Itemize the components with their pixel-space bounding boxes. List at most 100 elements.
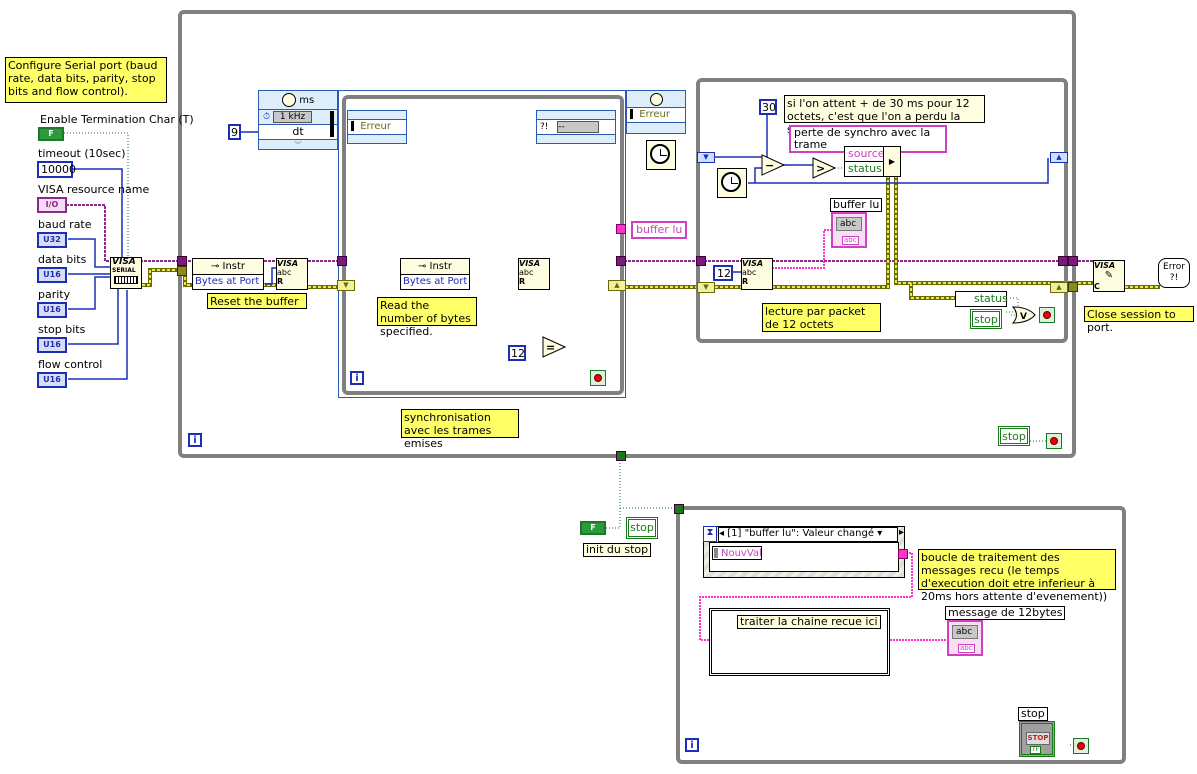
stop-tunnel-event: [674, 504, 684, 514]
visa-read-title: VISA: [519, 259, 541, 268]
loop-condition-event: [1073, 738, 1089, 754]
label-enable-term: Enable Termination Char (T): [40, 113, 194, 126]
greater-than-node[interactable]: >: [812, 157, 836, 179]
enable-term-control[interactable]: F: [38, 127, 64, 141]
property-node-class: ⊸ Instr: [401, 259, 469, 275]
data-bits-control[interactable]: U16: [37, 267, 67, 283]
event-data-marker: [714, 548, 718, 558]
stop-bits-control[interactable]: U16: [37, 337, 67, 353]
wait-unit: ms: [299, 95, 315, 106]
iteration-terminal: i: [188, 433, 202, 447]
case-dropdown-icon[interactable]: ▾: [877, 528, 883, 539]
visa-close-title: VISA: [1094, 261, 1116, 270]
comment-traiter-chaine: traiter la chaine recue ici: [737, 615, 881, 629]
visa-close-c: C: [1094, 282, 1100, 291]
error-handler-label: Error ?!: [1163, 262, 1185, 283]
flow-control-control[interactable]: U16: [37, 372, 67, 388]
tick-header: [627, 91, 685, 108]
comment-boucle-traitement: boucle de traitement des messages recu (…: [918, 549, 1116, 603]
error-left-row: Erreur: [348, 119, 406, 135]
event-data-node: NouvVal: [712, 546, 762, 560]
tick-count-node-loop[interactable]: [717, 168, 747, 198]
property-name: Bytes at Port: [401, 275, 469, 289]
stop-local-variable-main[interactable]: stop: [998, 426, 1030, 446]
unbundle-status-node[interactable]: status: [955, 291, 1008, 307]
class-label: Instr: [222, 261, 246, 272]
baud-rate-control[interactable]: U32: [37, 232, 67, 248]
stop-local-variable-read[interactable]: stop: [970, 309, 1002, 329]
buffer-lu-local-variable[interactable]: buffer lu: [631, 221, 688, 239]
sync-while-loop: [342, 95, 624, 395]
property-node-sync[interactable]: ⊸ Instr Bytes at Port: [400, 258, 470, 290]
equal-comparison-node[interactable]: =: [542, 336, 566, 358]
visa-tunnel-main-out: [1068, 256, 1078, 266]
error-label-right: Erreur: [639, 109, 670, 120]
wait-expand-icon[interactable]: ︾: [294, 141, 302, 149]
status-label: status: [974, 292, 1008, 305]
svg-text:V: V: [1020, 312, 1027, 322]
visa-resource-control[interactable]: I/O: [37, 197, 67, 213]
property-name: Bytes at Port: [193, 275, 263, 289]
svg-text:>: >: [816, 162, 825, 175]
wait-source[interactable]: 1 kHz: [272, 111, 313, 123]
tick-count-node[interactable]: [646, 140, 676, 170]
loop-condition-read: [1039, 307, 1055, 323]
error-marker: [630, 109, 633, 119]
stop-local-variable-init[interactable]: stop: [626, 517, 658, 539]
visa-tunnel-read-in: [696, 256, 706, 266]
subtract-node[interactable]: −: [761, 154, 785, 176]
error-indicator-value: --: [557, 121, 600, 133]
error-right-row: Erreur: [627, 108, 685, 123]
event-timeout-icon: ⧗: [703, 526, 717, 542]
visa-tunnel-in: [177, 256, 187, 266]
event-case-label: [1] "buffer lu": Valeur changé: [727, 528, 874, 539]
timer-icon: ⏱: [263, 112, 271, 122]
stop-tunnel: [616, 451, 626, 461]
stop-button-face: STOP: [1026, 732, 1050, 745]
visa-read-node-reset[interactable]: VISA abc R: [276, 258, 308, 290]
error-tunnel-main-out: [1068, 282, 1078, 292]
stop-button-control[interactable]: STOP TF: [1019, 721, 1055, 757]
close-icon: ✎: [1104, 270, 1114, 281]
visa-read-node-packet[interactable]: VISA abc R: [741, 258, 773, 290]
label-parity: parity: [38, 288, 71, 301]
buffer-lu-indicator[interactable]: abc abc: [831, 212, 867, 248]
prev-case-icon[interactable]: ◂: [719, 528, 725, 539]
string-tunnel-sync: [616, 224, 626, 234]
bytes-count-constant-read[interactable]: 12: [713, 265, 733, 281]
dt-constant[interactable]: 9: [228, 124, 241, 140]
visa-read-node-sync[interactable]: VISA abc R: [518, 258, 550, 290]
clock-icon: [281, 93, 296, 107]
parity-control[interactable]: U16: [37, 302, 67, 318]
error-indicator-frame: ?! --: [536, 110, 616, 144]
message-indicator[interactable]: abc abc: [947, 620, 983, 656]
or-node[interactable]: V: [1012, 306, 1036, 324]
shift-register-error-read-right: ▲: [1050, 282, 1068, 293]
read-while-loop: [696, 78, 1068, 343]
shift-register-error-read-left: ▼: [697, 282, 715, 293]
timeout-ms-constant[interactable]: 30: [759, 99, 777, 115]
event-case-selector[interactable]: ◂ [1] "buffer lu": Valeur changé ▾: [718, 527, 898, 542]
sequence-frame-wait: ms ⏱ 1 kHz dt ︾: [258, 90, 338, 150]
buffer-lu-value: abc: [836, 217, 862, 231]
bytes-count-constant-sync[interactable]: 12: [508, 345, 526, 361]
next-case-icon[interactable]: ▸: [898, 527, 904, 538]
visa-configure-serial-node[interactable]: VISA SERIAL: [110, 257, 142, 289]
error-bundle-node[interactable]: source status ▶: [844, 146, 901, 177]
class-label: Instr: [429, 261, 453, 272]
timeout-control[interactable]: 10000: [37, 161, 76, 178]
label-baud-rate: baud rate: [38, 218, 92, 231]
clock-icon: [649, 93, 663, 106]
visa-read-abc: abc: [742, 268, 757, 277]
bool-value: F: [48, 129, 54, 138]
visa-close-node[interactable]: VISA ✎ C: [1093, 260, 1125, 292]
svg-text:=: =: [546, 341, 555, 354]
init-stop-constant[interactable]: F: [580, 521, 606, 535]
error-handler-node[interactable]: Error ?!: [1158, 258, 1190, 288]
shift-register-left-read: ▼: [697, 152, 715, 163]
shift-register-right-sync: ▲: [608, 280, 626, 291]
string-type-icon: abc: [842, 236, 859, 245]
sequence-frame-tick: Erreur: [626, 90, 686, 134]
property-node-reset[interactable]: ⊸ Instr Bytes at Port: [192, 258, 264, 290]
loop-condition-sync: [590, 370, 606, 386]
